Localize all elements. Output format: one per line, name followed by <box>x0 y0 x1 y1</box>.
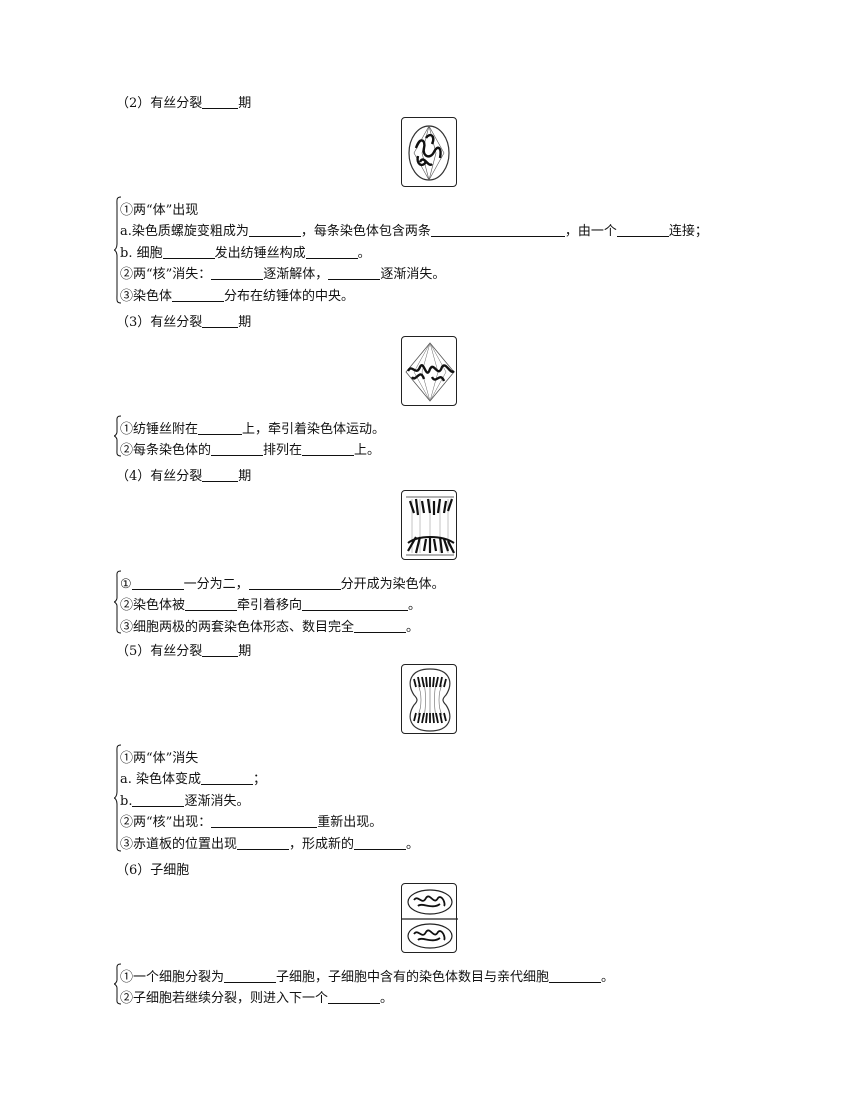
answer-blank[interactable] <box>328 267 381 280</box>
answer-blank[interactable] <box>237 837 290 850</box>
list-line: ①一个细胞分裂为子细胞，子细胞中含有的染色体数目与亲代细胞。 <box>120 970 615 985</box>
list-line: ②两“核”消失：逐渐解体，逐渐消失。 <box>120 267 446 282</box>
list-line: ②子细胞若继续分裂，则进入下一个。 <box>120 991 394 1006</box>
list-line: ①两“体”出现 <box>120 203 199 218</box>
answer-blank[interactable] <box>430 224 565 237</box>
list-line: ①纺锤丝附在上，牵引着染色体运动。 <box>120 422 386 437</box>
list-line: ③染色体分布在纺锤体的中央。 <box>120 289 355 304</box>
answer-blank[interactable] <box>248 577 341 590</box>
list-line: b.逐渐消失。 <box>120 794 250 809</box>
section-heading-telophase: （5）有丝分裂期 <box>116 644 252 659</box>
answer-blank[interactable] <box>302 598 409 611</box>
list-line: ②每条染色体的排列在上。 <box>120 443 381 458</box>
daughter-cells-list: ①一个细胞分裂为子细胞，子细胞中含有的染色体数目与亲代细胞。 ②子细胞若继续分裂… <box>114 963 754 1006</box>
list-line: ①两“体”消失 <box>120 751 199 766</box>
answer-blank[interactable] <box>185 598 238 611</box>
answer-blank[interactable] <box>202 96 239 109</box>
section-heading-metaphase: （3）有丝分裂期 <box>116 315 252 330</box>
list-line: a. 染色体变成； <box>120 772 267 787</box>
telophase-cell-figure <box>401 664 457 734</box>
metaphase-list: ①纺锤丝附在上，牵引着染色体运动。 ②每条染色体的排列在上。 <box>114 415 754 458</box>
answer-blank[interactable] <box>354 620 407 633</box>
list-line: ③赤道板的位置出现，形成新的。 <box>120 837 420 852</box>
list-line: ②两“核”出现：重新出现。 <box>120 815 383 830</box>
answer-blank[interactable] <box>616 224 669 237</box>
daughter-cells-figure <box>401 883 458 953</box>
section-heading-prophase: （2）有丝分裂期 <box>116 96 252 111</box>
answer-blank[interactable] <box>162 246 215 259</box>
answer-blank[interactable] <box>202 469 239 482</box>
answer-blank[interactable] <box>211 267 264 280</box>
answer-blank[interactable] <box>328 991 381 1004</box>
answer-blank[interactable] <box>248 224 301 237</box>
answer-blank[interactable] <box>201 772 254 785</box>
answer-blank[interactable] <box>132 794 185 807</box>
list-line: ③细胞两极的两套染色体形态、数目完全。 <box>120 620 420 635</box>
answer-blank[interactable] <box>198 422 243 435</box>
answer-blank[interactable] <box>211 815 318 828</box>
answer-blank[interactable] <box>172 289 225 302</box>
answer-blank[interactable] <box>302 443 355 456</box>
answer-blank[interactable] <box>131 577 184 590</box>
answer-blank[interactable] <box>354 837 407 850</box>
list-line: a.染色质螺旋变粗成为，每条染色体包含两条，由一个连接； <box>120 224 708 239</box>
prophase-list: ①两“体”出现 a.染色质螺旋变粗成为，每条染色体包含两条，由一个连接； b. … <box>114 196 754 304</box>
section-heading-anaphase: （4）有丝分裂期 <box>116 469 252 484</box>
telophase-list: ①两“体”消失 a. 染色体变成； b.逐渐消失。 ②两“核”出现：重新出现。 … <box>114 744 754 852</box>
answer-blank[interactable] <box>305 246 358 259</box>
metaphase-cell-figure <box>401 336 457 406</box>
list-line: ②染色体被牵引着移向。 <box>120 598 422 613</box>
answer-blank[interactable] <box>549 970 602 983</box>
answer-blank[interactable] <box>224 970 277 983</box>
answer-blank[interactable] <box>211 443 264 456</box>
list-line: b. 细胞发出纺锤丝构成。 <box>120 246 371 261</box>
section-heading-daughter-cells: （6）子细胞 <box>116 863 190 878</box>
answer-blank[interactable] <box>202 644 239 657</box>
anaphase-cell-figure <box>401 490 457 560</box>
answer-blank[interactable] <box>202 315 239 328</box>
prophase-cell-figure <box>401 117 457 187</box>
